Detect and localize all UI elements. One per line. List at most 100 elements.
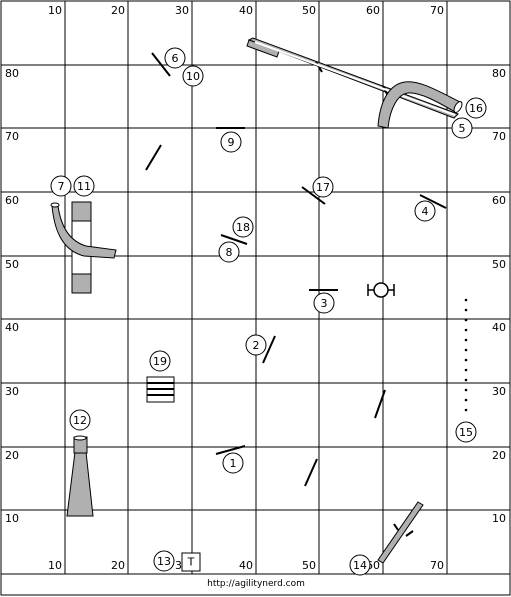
dog-walk bbox=[246, 37, 459, 119]
table bbox=[146, 376, 175, 403]
obstacle-number-18: 18 bbox=[232, 216, 254, 238]
obstacle-number-2: 2 bbox=[245, 334, 267, 356]
teeter bbox=[377, 501, 424, 564]
obstacle-number-label: 5 bbox=[459, 122, 466, 135]
x-label-bottom: 50 bbox=[302, 559, 316, 572]
grid-labels: 1010202030304040505060607070808070706060… bbox=[5, 4, 506, 572]
y-label-left: 60 bbox=[5, 194, 19, 207]
weave-pole bbox=[464, 308, 468, 312]
weave-pole bbox=[464, 328, 468, 332]
left-tunnel bbox=[50, 202, 117, 259]
obstacle-number-label: 15 bbox=[459, 426, 473, 439]
obstacle-number-13: 13 bbox=[153, 550, 175, 572]
y-label-right: 20 bbox=[492, 449, 506, 462]
obstacle-number-19: 19 bbox=[149, 350, 171, 372]
weave-pole bbox=[464, 368, 468, 372]
x-label-bottom: 40 bbox=[239, 559, 253, 572]
obstacle-number-12: 12 bbox=[69, 409, 91, 431]
weave-pole bbox=[464, 378, 468, 382]
y-label-right: 50 bbox=[492, 258, 506, 271]
obstacle-number-label: 12 bbox=[73, 414, 87, 427]
obstacle-number-17: 17 bbox=[312, 176, 334, 198]
y-label-right: 80 bbox=[492, 67, 506, 80]
obstacle-number-label: 14 bbox=[353, 559, 367, 572]
x-label-top: 30 bbox=[175, 4, 189, 17]
obstacle-number-14: 14 bbox=[349, 554, 371, 576]
x-label-top: 20 bbox=[111, 4, 125, 17]
jump-lower-bar bbox=[304, 458, 318, 487]
obstacle-number-label: 4 bbox=[422, 205, 429, 218]
obstacle-number-label: 3 bbox=[321, 297, 328, 310]
obstacle-number-label: 18 bbox=[236, 221, 250, 234]
x-label-bottom: 70 bbox=[430, 559, 444, 572]
y-label-left: 30 bbox=[5, 385, 19, 398]
weave-pole bbox=[464, 408, 468, 412]
tire bbox=[367, 282, 395, 298]
weave-pole bbox=[464, 338, 468, 342]
y-label-right: 10 bbox=[492, 512, 506, 525]
obstacle-number-10: 10 bbox=[182, 65, 204, 87]
weave-pole bbox=[464, 348, 468, 352]
obstacle-number-16: 16 bbox=[465, 97, 487, 119]
obstacle-number-15: 15 bbox=[455, 421, 477, 443]
jump-6-bar bbox=[151, 52, 171, 77]
start-label: T bbox=[187, 556, 195, 569]
obstacle-number-3: 3 bbox=[313, 292, 335, 314]
weave-pole bbox=[464, 318, 468, 322]
start-box: T bbox=[181, 552, 201, 572]
obstacle-number-label: 19 bbox=[153, 355, 167, 368]
jump-1-bar bbox=[215, 445, 246, 455]
chute bbox=[66, 435, 94, 517]
y-label-left: 20 bbox=[5, 449, 19, 462]
footer-url: http://agilitynerd.com bbox=[207, 579, 305, 589]
x-label-bottom: 20 bbox=[111, 559, 125, 572]
obstacle-number-11: 11 bbox=[73, 175, 95, 197]
x-label-bottom: 10 bbox=[48, 559, 62, 572]
obstacle-number-label: 1 bbox=[230, 457, 237, 470]
obstacle-number-5: 5 bbox=[451, 117, 473, 139]
obstacle-number-label: 8 bbox=[226, 246, 233, 259]
y-label-left: 80 bbox=[5, 67, 19, 80]
x-label-top: 60 bbox=[366, 4, 380, 17]
y-label-left: 70 bbox=[5, 130, 19, 143]
obstacle-number-label: 9 bbox=[228, 136, 235, 149]
weave-poles bbox=[464, 298, 468, 412]
obstacle-number-8: 8 bbox=[218, 241, 240, 263]
x-label-top: 40 bbox=[239, 4, 253, 17]
weave-pole bbox=[464, 298, 468, 302]
jump-17-bar bbox=[301, 186, 326, 205]
y-label-right: 30 bbox=[492, 385, 506, 398]
y-label-right: 60 bbox=[492, 194, 506, 207]
obstacle-number-label: 13 bbox=[157, 555, 171, 568]
obstacle-number-4: 4 bbox=[414, 200, 436, 222]
obstacle-number-label: 16 bbox=[469, 102, 483, 115]
weave-pole bbox=[464, 398, 468, 402]
jump-8-bar bbox=[220, 234, 248, 245]
y-label-left: 50 bbox=[5, 258, 19, 271]
x-label-top: 50 bbox=[302, 4, 316, 17]
obstacle-number-label: 2 bbox=[253, 339, 260, 352]
y-label-left: 10 bbox=[5, 512, 19, 525]
y-label-left: 40 bbox=[5, 321, 19, 334]
y-label-right: 40 bbox=[492, 321, 506, 334]
obstacle-number-9: 9 bbox=[220, 131, 242, 153]
jump-4-bar bbox=[419, 194, 447, 209]
x-label-top: 10 bbox=[48, 4, 62, 17]
jump-bars bbox=[145, 52, 447, 487]
obstacle-number-label: 17 bbox=[316, 181, 330, 194]
weave-pole bbox=[464, 388, 468, 392]
jump-2-bar bbox=[262, 335, 276, 364]
obstacle-number-label: 11 bbox=[77, 180, 91, 193]
curved-tunnel-right bbox=[377, 81, 463, 129]
obstacle-number-label: 6 bbox=[172, 52, 179, 65]
y-label-right: 70 bbox=[492, 130, 506, 143]
weave-pole bbox=[464, 358, 468, 362]
obstacle-number-label: 7 bbox=[58, 180, 65, 193]
obstacle-number-label: 10 bbox=[186, 70, 200, 83]
obstacle-number-6: 6 bbox=[164, 47, 186, 69]
jump-right-bar bbox=[374, 389, 386, 419]
obstacle-number-1: 1 bbox=[222, 452, 244, 474]
x-label-top: 70 bbox=[430, 4, 444, 17]
